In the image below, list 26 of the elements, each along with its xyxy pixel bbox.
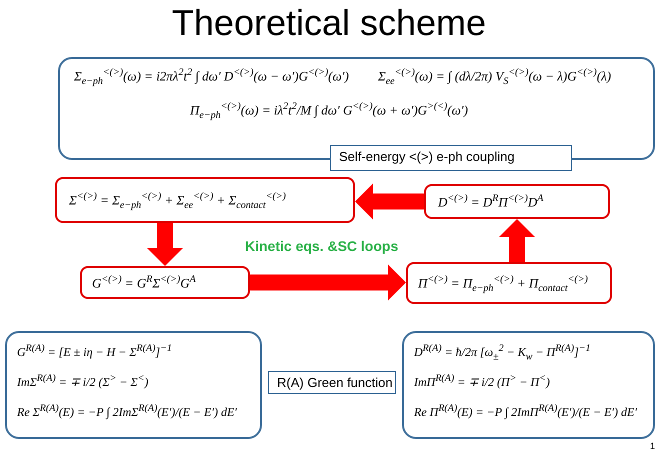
equation-box bbox=[55, 177, 355, 223]
loop-label: Kinetic eqs. &SC loops bbox=[245, 238, 398, 254]
formula-panel bbox=[5, 331, 262, 439]
formula: Σ$_{e−ph}$$^{<(>)}$(ω) = i2πλ$^{2}$t$^{2}$ ∫ dω′ D$^{<(>)}$(ω − ω′)G$^{<(>)}$(ω′) bbox=[74, 67, 349, 87]
formula: G$^{<(>)}$ = G$^{R}$Σ$^{<(>)}$G$^{A}$ bbox=[92, 274, 196, 292]
caption-box: Self-energy <(>) e-ph coupling bbox=[330, 145, 572, 171]
formula: D$^{R(A)}$ = ħ/2π [ω$_{±}$$^{2}$ − K$_{w}$ − Π$^{R(A)}$]$^{−1}$ bbox=[414, 343, 591, 362]
formula: Σ$_{ee}$$^{<(>)}$(ω) = ∫ (dλ/2π) V$_{S}$$^{<(>)}$(ω − λ)G$^{<(>)}$(λ) bbox=[378, 67, 612, 87]
formula: G$^{R(A)}$ = [E ± iη − H − Σ$^{R(A)}$]$^{−1}$ bbox=[17, 343, 172, 360]
formula: Π$_{e−ph}$$^{<(>)}$(ω) = iλ$^{2}$t$^{2}$/M ∫ dω′ G$^{<(>)}$(ω + ω′)G$^{>(<)}$(ω′) bbox=[190, 101, 468, 121]
equation-box bbox=[80, 266, 250, 299]
block-arrow bbox=[250, 264, 406, 300]
formula: D$^{<(>)}$ = D$^{R}$Π$^{<(>)}$D$^{A}$ bbox=[438, 193, 544, 210]
formula: Re Σ$^{R(A)}$(E) = −P ∫ 2ImΣ$^{R(A)}$(E′)/(E − E′) dE′ bbox=[17, 403, 237, 420]
caption-box: R(A) Green function bbox=[268, 371, 396, 394]
slide-title: Theoretical scheme bbox=[170, 2, 488, 44]
block-arrow bbox=[355, 184, 424, 220]
block-arrow bbox=[147, 223, 183, 266]
formula-panel bbox=[402, 331, 655, 439]
equation-box bbox=[424, 184, 610, 219]
formula: ImΣ$^{R(A)}$ = ∓ i/2 (Σ$^{>}$ − Σ$^{<}$) bbox=[17, 373, 148, 390]
formula: ImΠ$^{R(A)}$ = ∓ i/2 (Π$^{>}$ − Π$^{<}$) bbox=[414, 373, 550, 390]
block-arrow bbox=[499, 219, 535, 262]
formula: Re Π$^{R(A)}$(E) = −P ∫ 2ImΠ$^{R(A)}$(E′)/(E − E′) dE′ bbox=[414, 403, 637, 420]
page-number: 1 bbox=[650, 441, 656, 451]
equation-box bbox=[406, 262, 612, 304]
